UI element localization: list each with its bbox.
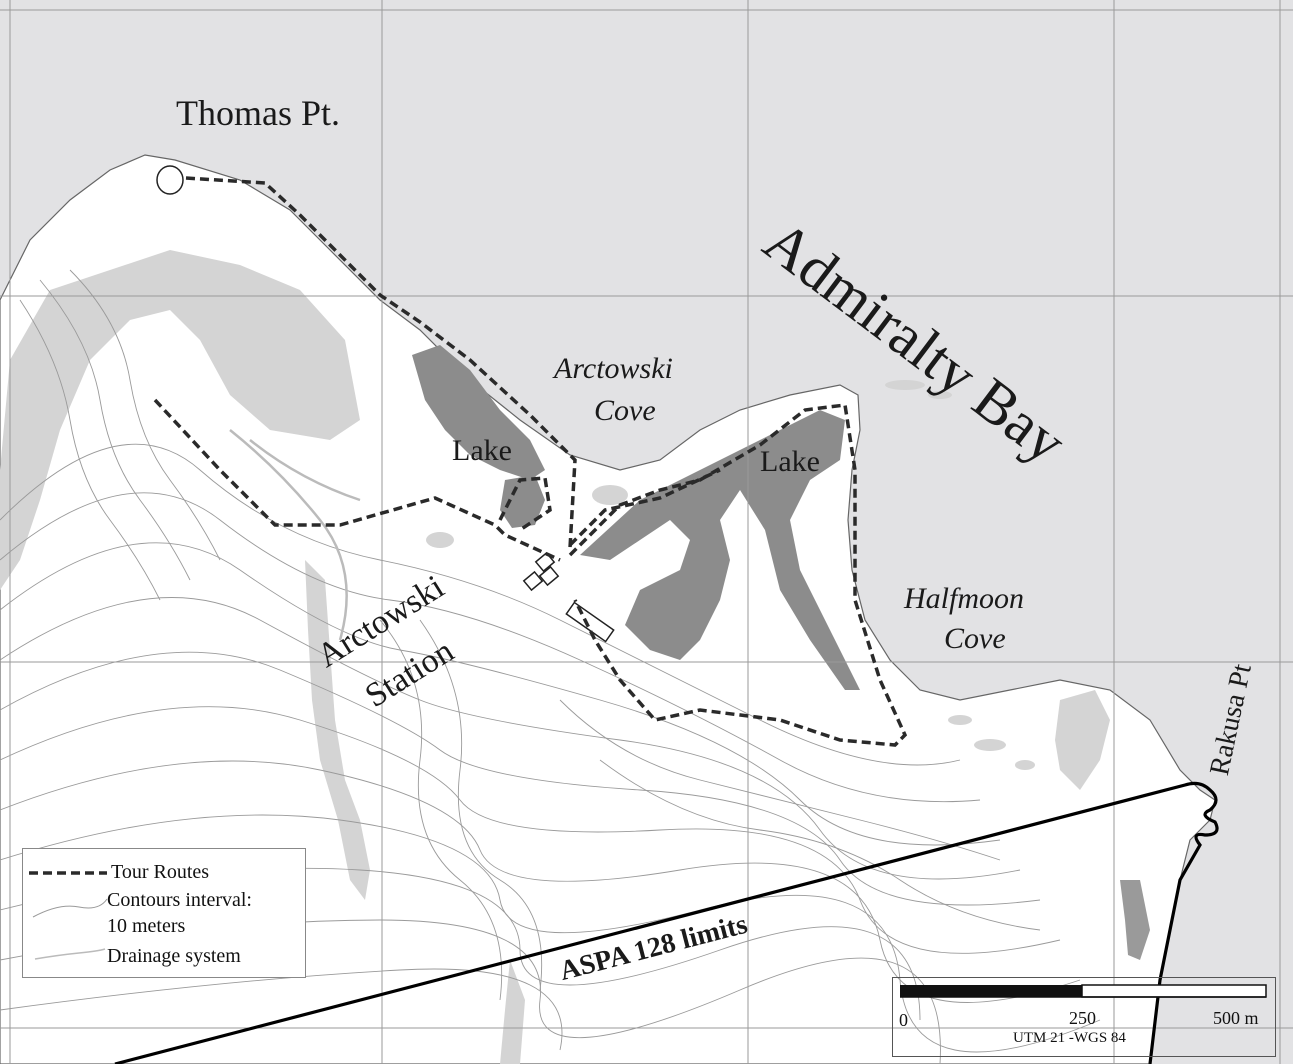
map-legend: Tour Routes Contours interval: 10 meters… (22, 848, 306, 978)
drainage-lines (229, 429, 361, 641)
legend-contours-1: Contours interval: (107, 889, 252, 911)
tour-routes (153, 176, 908, 747)
label-arctowski-cove-1: Arctowski (554, 352, 673, 385)
label-halfmoon-cove-1: Halfmoon (904, 582, 1024, 615)
scale-tick-0: 0 (899, 1010, 908, 1030)
lake-east (580, 410, 860, 690)
legend-drainage: Drainage system (107, 945, 241, 967)
label-halfmoon-cove-2: Cove (944, 622, 1006, 655)
scale-bar (900, 984, 1267, 998)
legend-drainage-swatch (34, 948, 106, 960)
label-arctowski-cove-2: Cove (594, 394, 656, 427)
scale-box: 0 250 500 m UTM 21 -WGS 84 (892, 977, 1276, 1057)
scale-projection: UTM 21 -WGS 84 (1013, 1030, 1126, 1046)
label-lake-east: Lake (760, 445, 820, 478)
legend-tour-route-swatch (29, 871, 107, 875)
legend-contours-2: 10 meters (107, 915, 186, 937)
scale-tick-500: 500 m (1213, 1008, 1259, 1028)
aspa-boundary (114, 781, 1219, 1064)
station-buildings (522, 551, 615, 643)
label-thomas-pt: Thomas Pt. (176, 93, 341, 133)
legend-tour-routes: Tour Routes (111, 861, 210, 883)
scale-tick-250: 250 (1069, 1008, 1096, 1028)
lakes (412, 345, 860, 690)
label-lake-west: Lake (452, 434, 512, 467)
vegetation-areas (0, 250, 1150, 1064)
legend-contour-swatch (32, 898, 108, 918)
thomas-pt-marker (156, 165, 184, 195)
